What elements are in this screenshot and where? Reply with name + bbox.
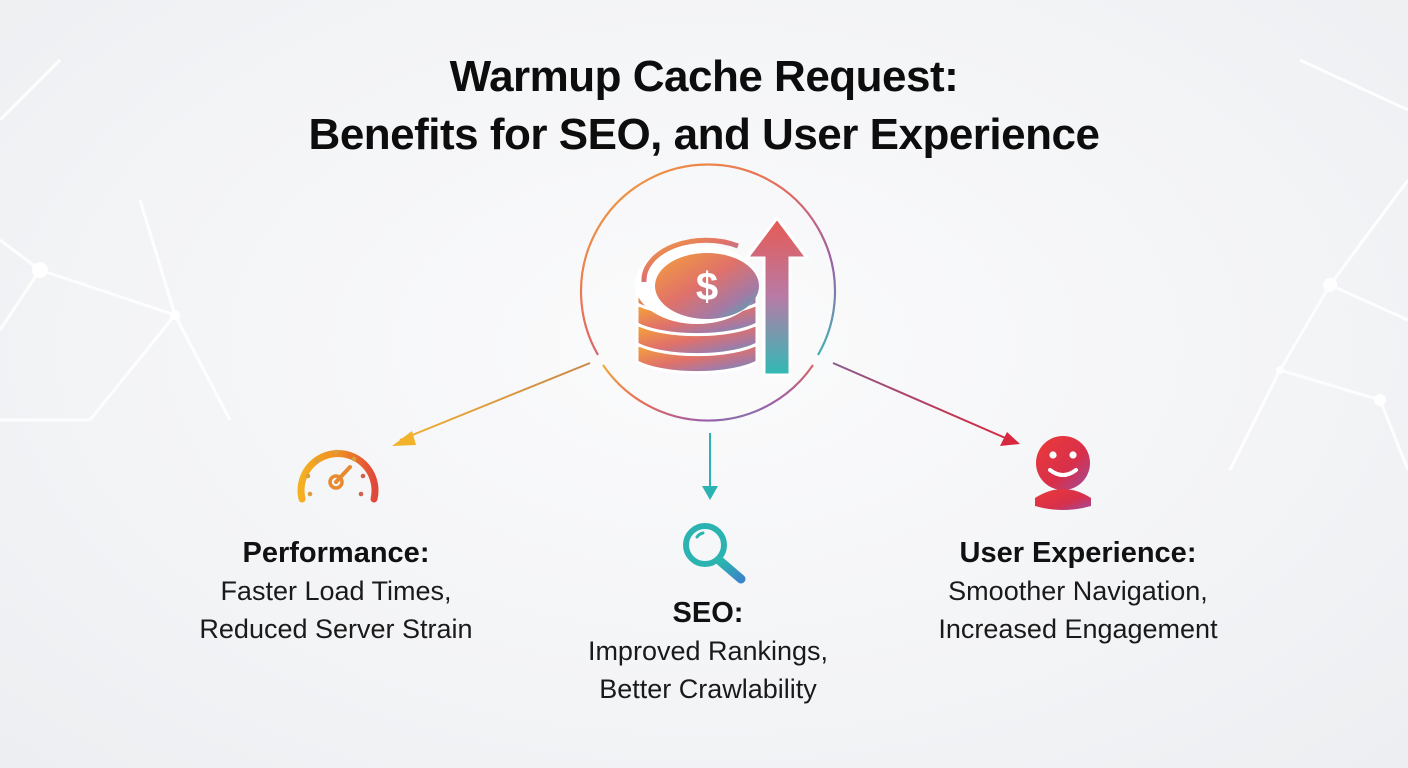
performance-line-2: Reduced Server Strain xyxy=(199,614,473,644)
dollar-sign: $ xyxy=(696,265,718,309)
seo-line-1: Improved Rankings, xyxy=(587,636,829,666)
speedometer-icon xyxy=(297,449,379,503)
arrow-to-seo xyxy=(702,433,718,500)
coin-stack-with-up-arrow-icon: $ xyxy=(635,215,810,377)
seo-line-2: Better Crawlability xyxy=(599,674,817,704)
performance-line-1: Faster Load Times, xyxy=(220,576,452,606)
title-line-2: Benefits for SEO, and User Experience xyxy=(308,110,1100,159)
center-ring xyxy=(579,163,837,422)
user-experience-benefit: User Experience: Smoother Navigation, In… xyxy=(898,534,1258,648)
page-title: Warmup Cache Request: Benefits for SEO, … xyxy=(0,48,1408,164)
title-line-1: Warmup Cache Request: xyxy=(449,52,959,101)
seo-heading: SEO: xyxy=(672,597,744,629)
user-experience-line-1: Smoother Navigation, xyxy=(948,576,1208,606)
magnifier-icon xyxy=(683,523,746,584)
user-experience-line-2: Increased Engagement xyxy=(938,614,1218,644)
performance-benefit: Performance: Faster Load Times, Reduced … xyxy=(156,534,516,648)
arrow-to-user-experience xyxy=(832,362,1020,446)
user-experience-heading: User Experience: xyxy=(959,537,1197,569)
seo-benefit: SEO: Improved Rankings, Better Crawlabil… xyxy=(528,594,888,708)
smiley-user-icon xyxy=(1035,436,1091,510)
performance-heading: Performance: xyxy=(242,537,430,569)
arrow-to-performance xyxy=(392,362,591,446)
